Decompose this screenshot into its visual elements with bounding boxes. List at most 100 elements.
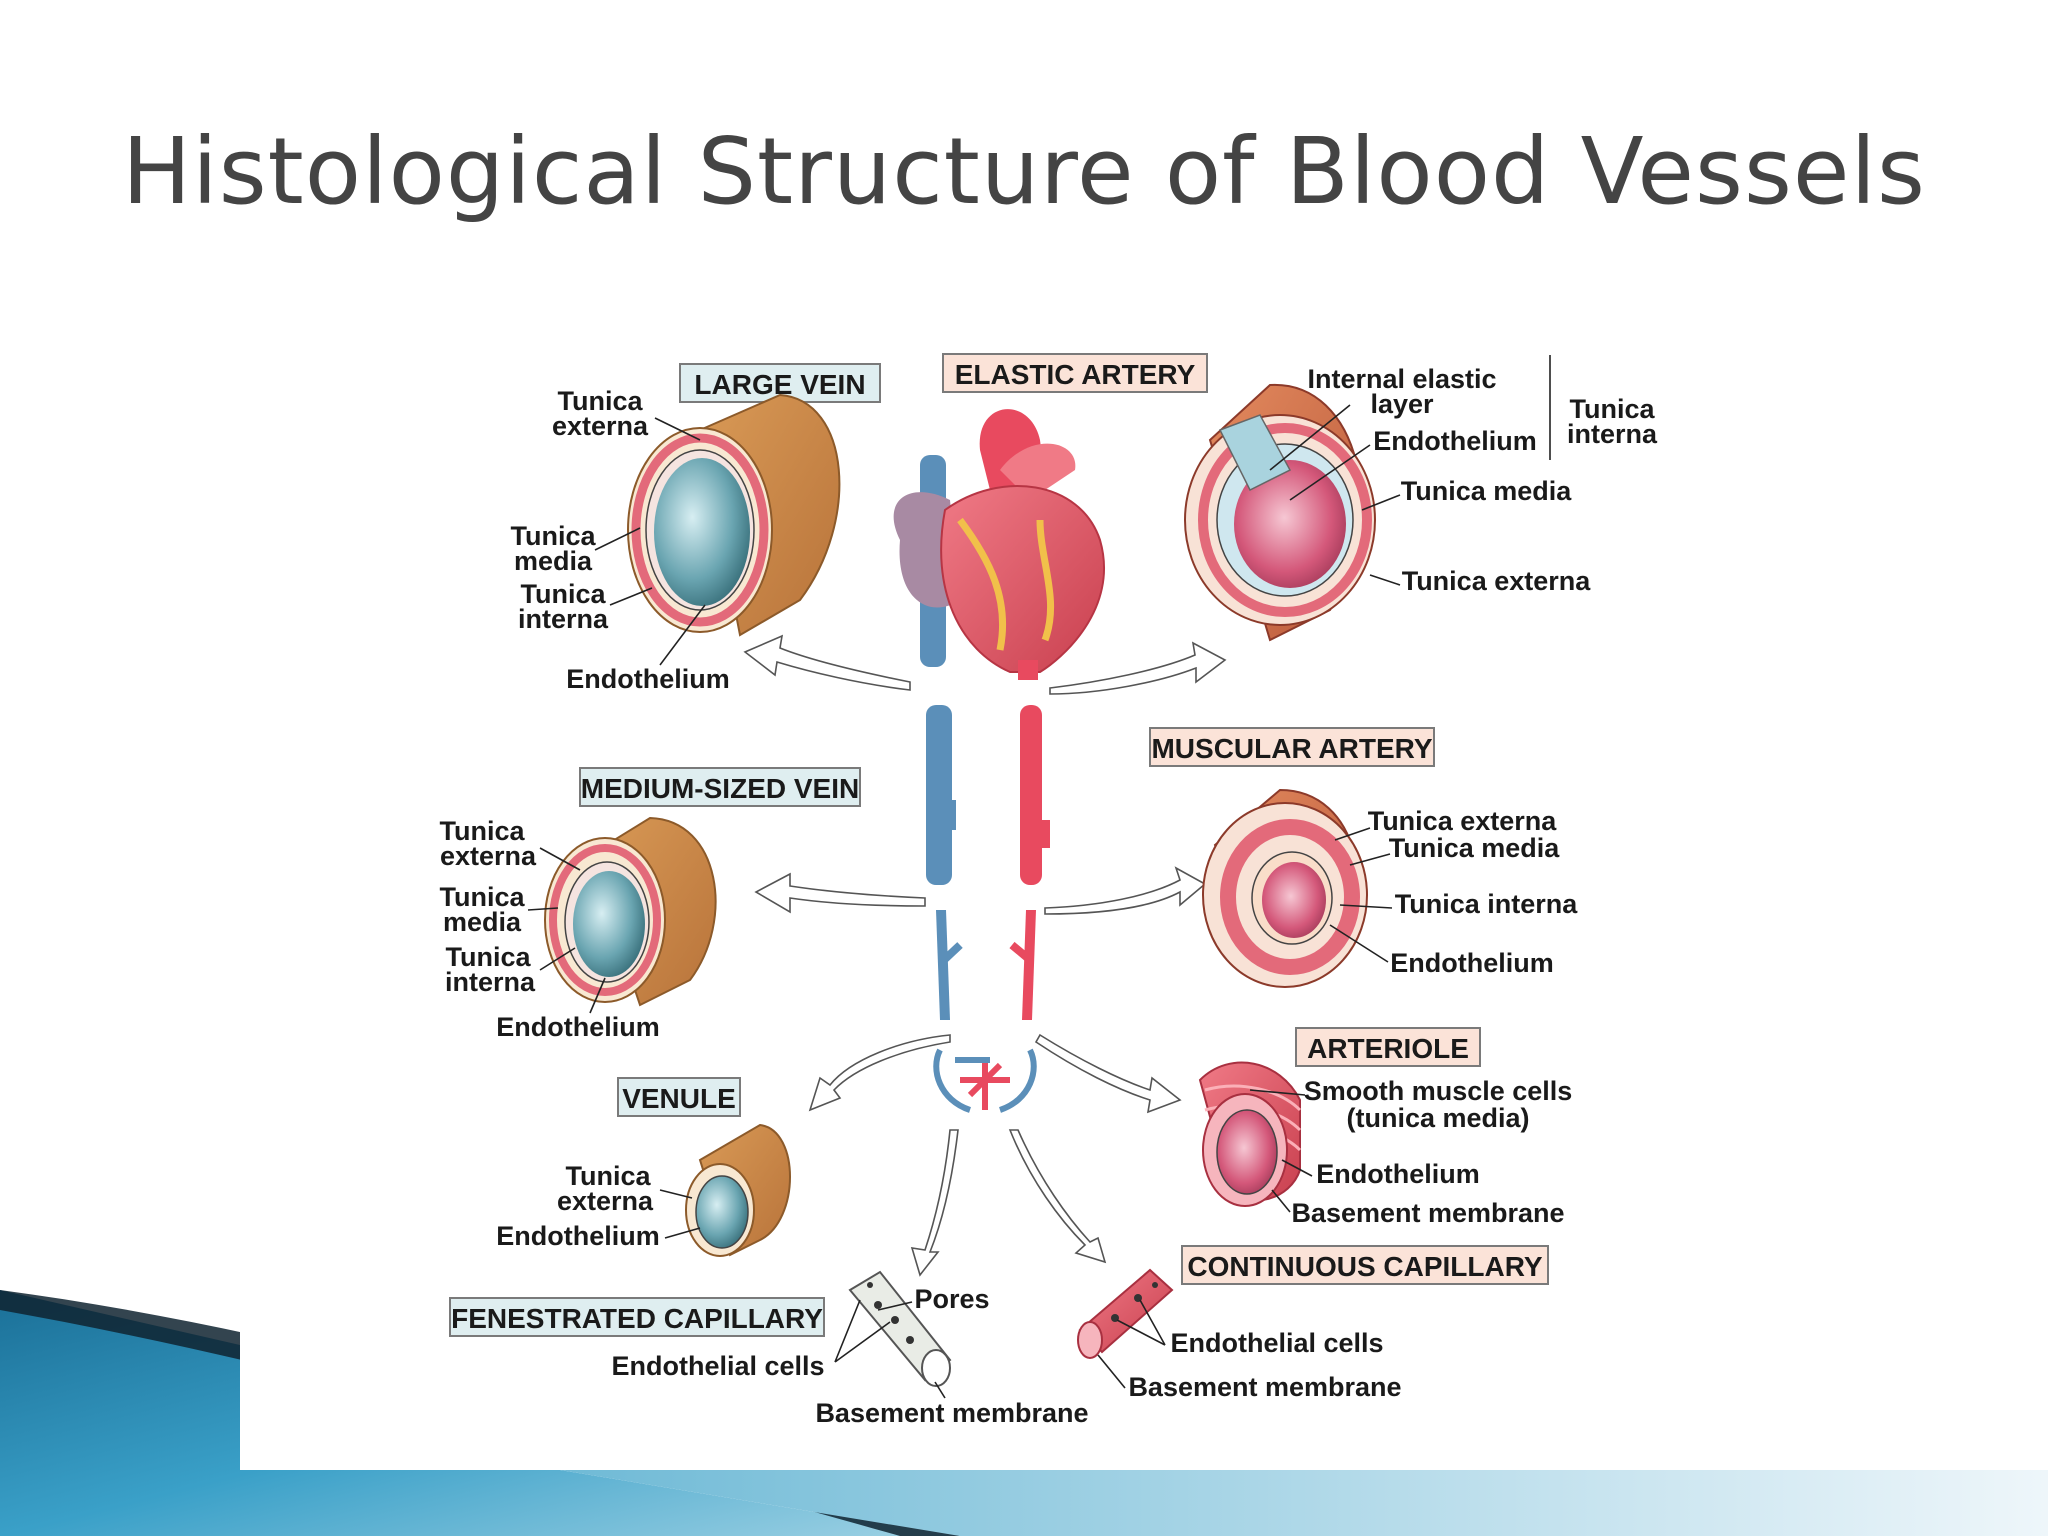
leader-ma-interna — [1339, 904, 1393, 909]
leader-lv-interna — [609, 587, 653, 606]
label-fc-pores: Pores — [914, 1284, 989, 1314]
leader-fc-basement — [934, 1381, 946, 1399]
leader-ea-media — [1361, 494, 1401, 511]
arrows — [743, 634, 1227, 1277]
label-ma-interna: Tunica interna — [1395, 889, 1579, 919]
svg-text:ELASTIC ARTERY: ELASTIC ARTERY — [955, 359, 1196, 390]
leader-ma-externa — [1334, 827, 1371, 841]
label-ar-smooth-2: (tunica media) — [1346, 1103, 1529, 1133]
label-ma-externa: Tunica externa — [1368, 806, 1558, 836]
leader-fc-pores — [877, 1301, 913, 1311]
label-ar-endothelium: Endothelium — [1316, 1159, 1480, 1189]
leader-vn-externa — [659, 1189, 693, 1199]
leader-vn-endothelium — [664, 1227, 701, 1239]
header-muscular-artery: MUSCULAR ARTERY — [1149, 727, 1435, 767]
central-artery-progression — [1009, 705, 1050, 1020]
leader-ea-endothelium — [1289, 444, 1371, 501]
leader-lv-media — [594, 527, 641, 551]
svg-text:FENESTRATED CAPILLARY: FENESTRATED CAPILLARY — [451, 1303, 823, 1334]
central-vein-progression — [926, 705, 963, 1020]
continuous-capillary-illustration — [1077, 1268, 1174, 1359]
slide-title: Histological Structure of Blood Vessels — [122, 118, 1926, 225]
header-medium-vein: MEDIUM-SIZED VEIN — [579, 767, 861, 807]
elastic-artery-cross-section — [1184, 383, 1376, 642]
arrow-to-muscular-artery — [1044, 866, 1207, 915]
header-fenestrated-capillary: FENESTRATED CAPILLARY — [449, 1297, 825, 1337]
vein-branch — [942, 800, 956, 830]
svg-text:VENULE: VENULE — [622, 1083, 736, 1114]
artery-segment — [1020, 705, 1042, 885]
label-mv-externa-1: Tunica — [439, 816, 525, 846]
leader-fc-endothelial — [834, 1299, 891, 1363]
header-continuous-capillary: CONTINUOUS CAPILLARY — [1181, 1245, 1549, 1285]
small-artery-segment — [1022, 910, 1036, 1020]
label-lv-externa-1: Tunica — [557, 386, 643, 416]
label-ea-externa: Tunica externa — [1402, 566, 1592, 596]
header-venule: VENULE — [617, 1077, 741, 1117]
svg-text:CONTINUOUS CAPILLARY: CONTINUOUS CAPILLARY — [1187, 1251, 1543, 1282]
label-cc-endothelial: Endothelial cells — [1170, 1328, 1383, 1358]
label-ea-endothelium: Endothelium — [1373, 426, 1537, 456]
capillary-network — [933, 1048, 1037, 1113]
leader-ea-iel — [1269, 404, 1351, 471]
label-lv-interna-1: Tunica — [520, 579, 606, 609]
leader-lv-endothelium — [659, 604, 706, 666]
label-vn-externa-2: externa — [557, 1186, 654, 1216]
label-lv-media-1: Tunica — [510, 521, 596, 551]
venule-cross-section — [685, 1123, 791, 1257]
arrow-to-fenestrated-capillary — [910, 1129, 959, 1277]
light-swoosh-band — [560, 1470, 2048, 1536]
label-mv-interna-1: Tunica — [445, 942, 531, 972]
label-ea-media: Tunica media — [1401, 476, 1573, 506]
label-ma-media: Tunica media — [1389, 833, 1561, 863]
label-mv-endothelium: Endothelium — [496, 1012, 660, 1042]
leader-ma-media — [1349, 853, 1391, 866]
label-mv-externa-2: externa — [440, 841, 537, 871]
label-ea-iel-1: Internal elastic — [1307, 364, 1496, 394]
header-arteriole: ARTERIOLE — [1295, 1027, 1481, 1067]
label-ea-iel-2: layer — [1370, 389, 1434, 419]
small-vein-branch — [941, 942, 963, 963]
label-mv-media-2: media — [443, 907, 522, 937]
small-vein-segment — [936, 910, 950, 1020]
label-lv-interna-2: interna — [518, 604, 609, 634]
svg-text:MEDIUM-SIZED VEIN: MEDIUM-SIZED VEIN — [581, 773, 859, 804]
label-ar-smooth-1: Smooth muscle cells — [1304, 1076, 1573, 1106]
leader-mv-externa — [539, 847, 581, 871]
label-fc-basement: Basement membrane — [815, 1398, 1088, 1428]
leader-mv-endothelium — [589, 977, 606, 1014]
artery-branch — [1036, 820, 1050, 848]
label-mv-media-1: Tunica — [439, 882, 525, 912]
svg-text:ARTERIOLE: ARTERIOLE — [1307, 1033, 1469, 1064]
large-vein-cross-section — [627, 393, 841, 637]
leader-cc-endothelial — [1116, 1299, 1166, 1346]
label-ea-interna-2: interna — [1567, 419, 1658, 449]
label-ea-interna-1: Tunica — [1569, 394, 1655, 424]
leader-ea-externa — [1369, 574, 1401, 586]
svg-text:MUSCULAR ARTERY: MUSCULAR ARTERY — [1151, 733, 1432, 764]
label-cc-basement: Basement membrane — [1128, 1372, 1401, 1402]
arrow-to-medium-vein — [754, 872, 926, 914]
label-vn-endothelium: Endothelium — [496, 1221, 660, 1251]
arrow-to-venule — [808, 1034, 951, 1112]
leader-ar-basement — [1271, 1189, 1291, 1213]
heart-ventricles — [940, 485, 1106, 673]
label-lv-externa-2: externa — [552, 411, 649, 441]
leader-ar-endothelium — [1281, 1159, 1313, 1177]
label-lv-endothelium: Endothelium — [566, 664, 730, 694]
descending-aorta-stub — [1018, 660, 1038, 680]
label-lv-media-2: media — [514, 546, 593, 576]
label-vn-externa-1: Tunica — [565, 1161, 651, 1191]
fenestrated-capillary-illustration — [848, 1270, 952, 1387]
label-ar-basement: Basement membrane — [1291, 1198, 1564, 1228]
arteriole-cross-section — [1198, 1061, 1302, 1207]
leader-mv-interna — [539, 947, 576, 971]
leader-cc-basement — [1097, 1354, 1126, 1389]
coronary-fat — [957, 517, 1007, 651]
leader-ar-smooth — [1249, 1089, 1306, 1096]
label-ma-endothelium: Endothelium — [1390, 948, 1554, 978]
vein-segment — [926, 705, 952, 885]
arrow-to-elastic-artery — [1049, 641, 1227, 695]
